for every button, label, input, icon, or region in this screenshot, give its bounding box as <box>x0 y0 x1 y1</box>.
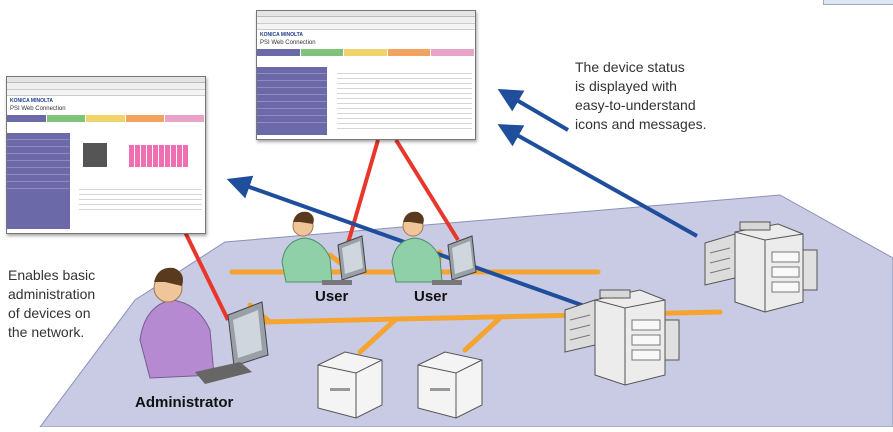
screenshot-sidebar <box>257 67 327 135</box>
person-icon <box>139 267 215 379</box>
mfp-icon <box>704 221 818 313</box>
screenshot-table <box>79 185 202 210</box>
user-label: User <box>315 288 349 305</box>
arrow-icon <box>497 88 570 132</box>
screenshot-tabs <box>257 49 475 56</box>
printer-icon <box>417 351 483 419</box>
screenshot-status-panel <box>79 135 202 175</box>
network-floor <box>39 194 893 428</box>
app-title: PSI Web Connection <box>260 40 316 46</box>
device-status-caption: The device status is displayed with easy… <box>575 59 707 132</box>
screenshot-sidebar <box>7 133 71 229</box>
printer-icon <box>317 351 383 419</box>
computer-icon <box>432 235 477 285</box>
person-icon <box>281 211 333 283</box>
logo-text: KONICA MINOLTA <box>10 98 53 104</box>
partial-window-edge <box>823 0 893 5</box>
screenshot-tabs <box>7 115 205 122</box>
administration-caption: Enables basic administration of devices … <box>8 267 96 340</box>
arrow-icon <box>497 124 698 238</box>
app-title: PSI Web Connection <box>10 106 66 112</box>
administrator-label: Administrator <box>135 394 234 411</box>
web-connection-screenshot-left: KONICA MINOLTA PSI Web Connection <box>6 76 206 234</box>
computer-icon <box>322 235 367 285</box>
person-icon <box>391 211 443 283</box>
user-label: User <box>414 288 448 305</box>
screen-connectors <box>183 138 460 321</box>
mfp-icon <box>564 289 680 386</box>
logo-text: KONICA MINOLTA <box>260 32 303 38</box>
web-connection-screenshot-top: KONICA MINOLTA PSI Web Connection <box>256 10 476 140</box>
computer-icon <box>195 301 269 384</box>
screenshot-table <box>336 69 472 129</box>
